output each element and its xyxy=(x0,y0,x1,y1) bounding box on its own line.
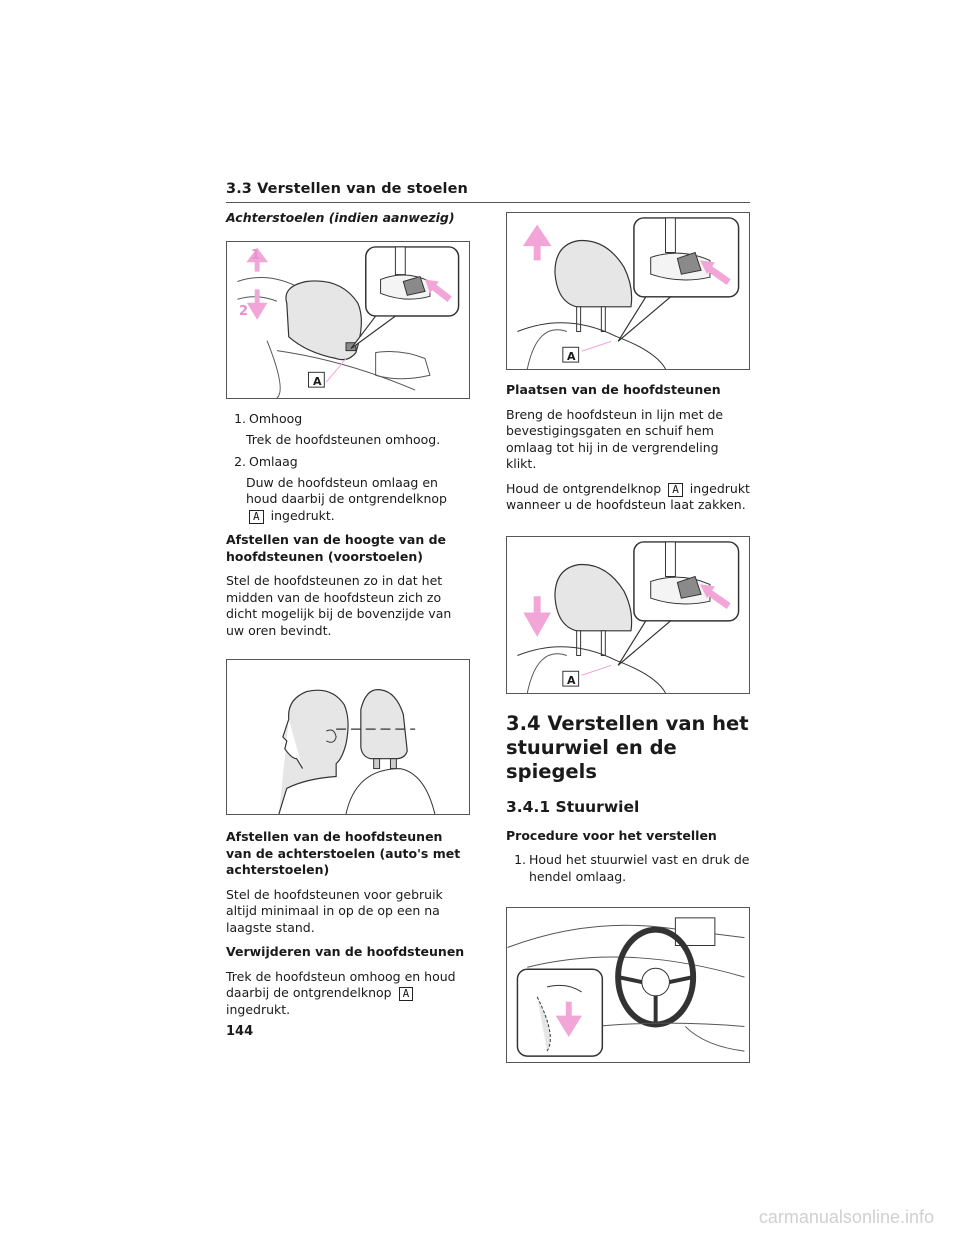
release-button-key: A xyxy=(668,482,683,497)
remove-title: Verwijderen van de hoofdsteunen xyxy=(226,944,465,959)
label-a: A xyxy=(567,350,576,363)
down-arrow-icon xyxy=(523,595,552,637)
head-position-illustration xyxy=(278,689,436,814)
up-arrow-icon xyxy=(246,247,269,272)
height-title: Afstellen van de hoogte van de hoofdsteu… xyxy=(226,532,447,564)
release-button-key: A xyxy=(398,987,414,1001)
steering-lever-illustration xyxy=(507,917,745,1057)
figure-lower-headrest: A xyxy=(506,535,750,694)
left-column: Achterstoelen (indien aanwezig) 1 2 A xyxy=(226,206,470,1026)
section-header-title: 3.3 Verstellen van de stoelen xyxy=(226,181,468,197)
place-headrest-illustration xyxy=(517,217,740,369)
label-a: A xyxy=(313,375,322,388)
rear-text: Stel de hoofdsteunen voor gebruik altijd… xyxy=(226,886,443,935)
rear-headrest-illustration xyxy=(237,246,460,398)
rear-seats-title: Achterstoelen (indien aanwezig) xyxy=(226,210,455,225)
label-a: A xyxy=(567,673,576,687)
steering-wheel-heading: 3.4.1 Stuurwiel xyxy=(506,797,640,816)
figure-steering-lever xyxy=(506,907,750,1063)
label-2: 2 xyxy=(239,304,249,319)
place-text: Breng de hoofdsteun in lijn met de beves… xyxy=(506,406,724,472)
list-item: 1. Omhoog xyxy=(234,411,303,426)
release-button-key: A xyxy=(249,509,264,524)
down-arrow-icon xyxy=(555,1001,582,1038)
list-item-desc: Duw de hoofdsteun omlaag en houd daarbij… xyxy=(246,474,447,524)
place-title: Plaatsen van de hoofdsteunen xyxy=(506,382,721,397)
up-arrow-icon xyxy=(522,224,552,261)
section-header: 3.3 Verstellen van de stoelen xyxy=(226,178,750,203)
figure-rear-headrest: 1 2 A xyxy=(226,241,470,399)
down-arrow-icon xyxy=(246,289,268,320)
hold-text: Houd de ontgrendelknop A ingedrukt wanne… xyxy=(506,480,750,513)
list-item: 1. Houd het stuurwiel vast en druk de he… xyxy=(514,852,750,884)
page-number: 144 xyxy=(226,1024,254,1039)
right-column: A Plaatsen van de hoofdsteunen Breng de … xyxy=(506,212,752,1063)
list-item: 2. Omlaag xyxy=(234,454,298,469)
procedure-title: Procedure voor het verstellen xyxy=(506,827,717,843)
figure-head-position xyxy=(226,659,470,815)
rear-title: Afstellen van de hoofdsteunen van de ach… xyxy=(226,829,461,877)
adjust-list: 1. Omhoog Trek de hoofdsteunen omhoog. 2… xyxy=(226,411,470,524)
lower-headrest-illustration xyxy=(517,540,740,693)
chapter-heading: 3.4 Verstellen van het stuurwiel en de s… xyxy=(506,711,749,783)
label-1: 1 xyxy=(251,248,261,263)
list-item-desc: Trek de hoofdsteunen omhoog. xyxy=(246,431,441,447)
figure-place-headrest: A xyxy=(506,212,750,370)
watermark: carmanualsonline.info xyxy=(758,1207,934,1227)
height-text: Stel de hoofdsteunen zo in dat het midde… xyxy=(226,573,452,638)
remove-text: Trek de hoofdsteun omhoog en houd daarbi… xyxy=(226,968,456,1017)
